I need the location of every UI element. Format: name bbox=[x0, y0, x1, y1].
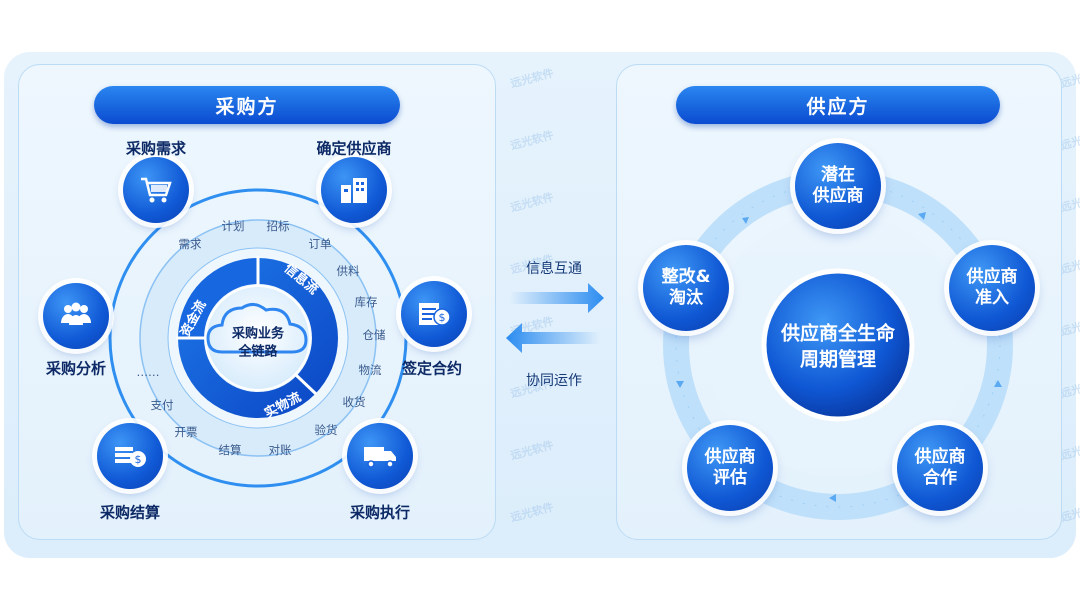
people-group-icon bbox=[61, 302, 91, 325]
flow-band-left bbox=[178, 258, 258, 338]
ring-arrow-icon bbox=[676, 381, 684, 388]
info-exchange-label: 信息互通 bbox=[526, 261, 582, 277]
sign-contract-node[interactable]: $ bbox=[401, 281, 467, 347]
buyer-title: 采购方 bbox=[94, 86, 400, 124]
purchase-demand-label: 采购需求 bbox=[125, 139, 187, 158]
ring-arrow-icon bbox=[918, 212, 926, 220]
ring-item: …… bbox=[136, 365, 160, 379]
ring-arrow-icon bbox=[829, 494, 836, 502]
purchase-demand-node[interactable] bbox=[123, 157, 189, 223]
rectify-eliminate-node[interactable]: 整改&淘汰 bbox=[643, 245, 729, 331]
purchase-analysis-label: 采购分析 bbox=[45, 359, 107, 378]
sign-contract-label: 签定合约 bbox=[401, 359, 463, 378]
arrow-right-icon bbox=[510, 283, 604, 313]
ring-arrow-icon bbox=[994, 380, 1002, 387]
ring-item: 支付 bbox=[150, 398, 174, 412]
svg-text:$: $ bbox=[135, 453, 142, 466]
ring-item: 订单 bbox=[308, 237, 332, 251]
confirm-supplier-label: 确定供应商 bbox=[316, 139, 392, 158]
ring-item: 仓储 bbox=[362, 328, 386, 342]
arrow-left-icon bbox=[506, 323, 600, 353]
ring-item: 供料 bbox=[336, 264, 360, 278]
contract-coin-icon: $ bbox=[419, 303, 451, 326]
supplier-title: 供应方 bbox=[676, 86, 1000, 124]
ring-item: 招标 bbox=[266, 219, 290, 233]
purchase-settlement-node[interactable]: $ bbox=[97, 423, 163, 489]
exchange-arrows bbox=[506, 283, 604, 353]
lifecycle-center-line-2: 周期管理 bbox=[799, 348, 877, 371]
svg-text:$: $ bbox=[439, 311, 446, 324]
ring-item: 对账 bbox=[268, 443, 292, 457]
shopping-cart-icon bbox=[141, 177, 172, 203]
ring-arrow-icon bbox=[742, 217, 749, 224]
purchase-analysis-node[interactable] bbox=[43, 283, 109, 349]
ring-item: 验货 bbox=[314, 423, 338, 437]
ring-item: 开票 bbox=[174, 425, 198, 439]
coin-stack-icon: $ bbox=[115, 447, 146, 467]
purchase-execution-node[interactable] bbox=[347, 423, 413, 489]
supplier-admission-node[interactable]: 供应商准入 bbox=[949, 245, 1035, 331]
ring-item: 收货 bbox=[342, 395, 366, 409]
ring-item: 需求 bbox=[178, 237, 202, 251]
ring-item: 计划 bbox=[221, 219, 245, 233]
delivery-truck-icon bbox=[364, 447, 396, 468]
outer-ring bbox=[108, 188, 408, 488]
center-line-1: 采购业务 bbox=[231, 326, 285, 342]
supplier-evaluation-node[interactable]: 供应商评估 bbox=[687, 425, 773, 511]
potential-supplier-node[interactable]: 潜在供应商 bbox=[795, 143, 881, 229]
ring-item: 物流 bbox=[358, 363, 382, 377]
cloud-icon bbox=[206, 303, 308, 354]
ring-item: 库存 bbox=[354, 295, 378, 309]
lifecycle-ring-dots bbox=[675, 182, 1001, 508]
lifecycle-center-line-1: 供应商全生命 bbox=[780, 322, 896, 345]
lifecycle-center bbox=[761, 268, 915, 422]
confirm-supplier-node[interactable] bbox=[321, 157, 387, 223]
collaboration-label: 协同运作 bbox=[526, 373, 582, 389]
center-line-2: 全链路 bbox=[238, 344, 278, 360]
ring-item: 结算 bbox=[218, 443, 242, 457]
building-icon bbox=[341, 178, 367, 203]
supplier-cooperation-node[interactable]: 供应商合作 bbox=[897, 425, 983, 511]
purchase-execution-label: 采购执行 bbox=[349, 503, 411, 522]
purchase-settlement-label: 采购结算 bbox=[99, 503, 161, 522]
